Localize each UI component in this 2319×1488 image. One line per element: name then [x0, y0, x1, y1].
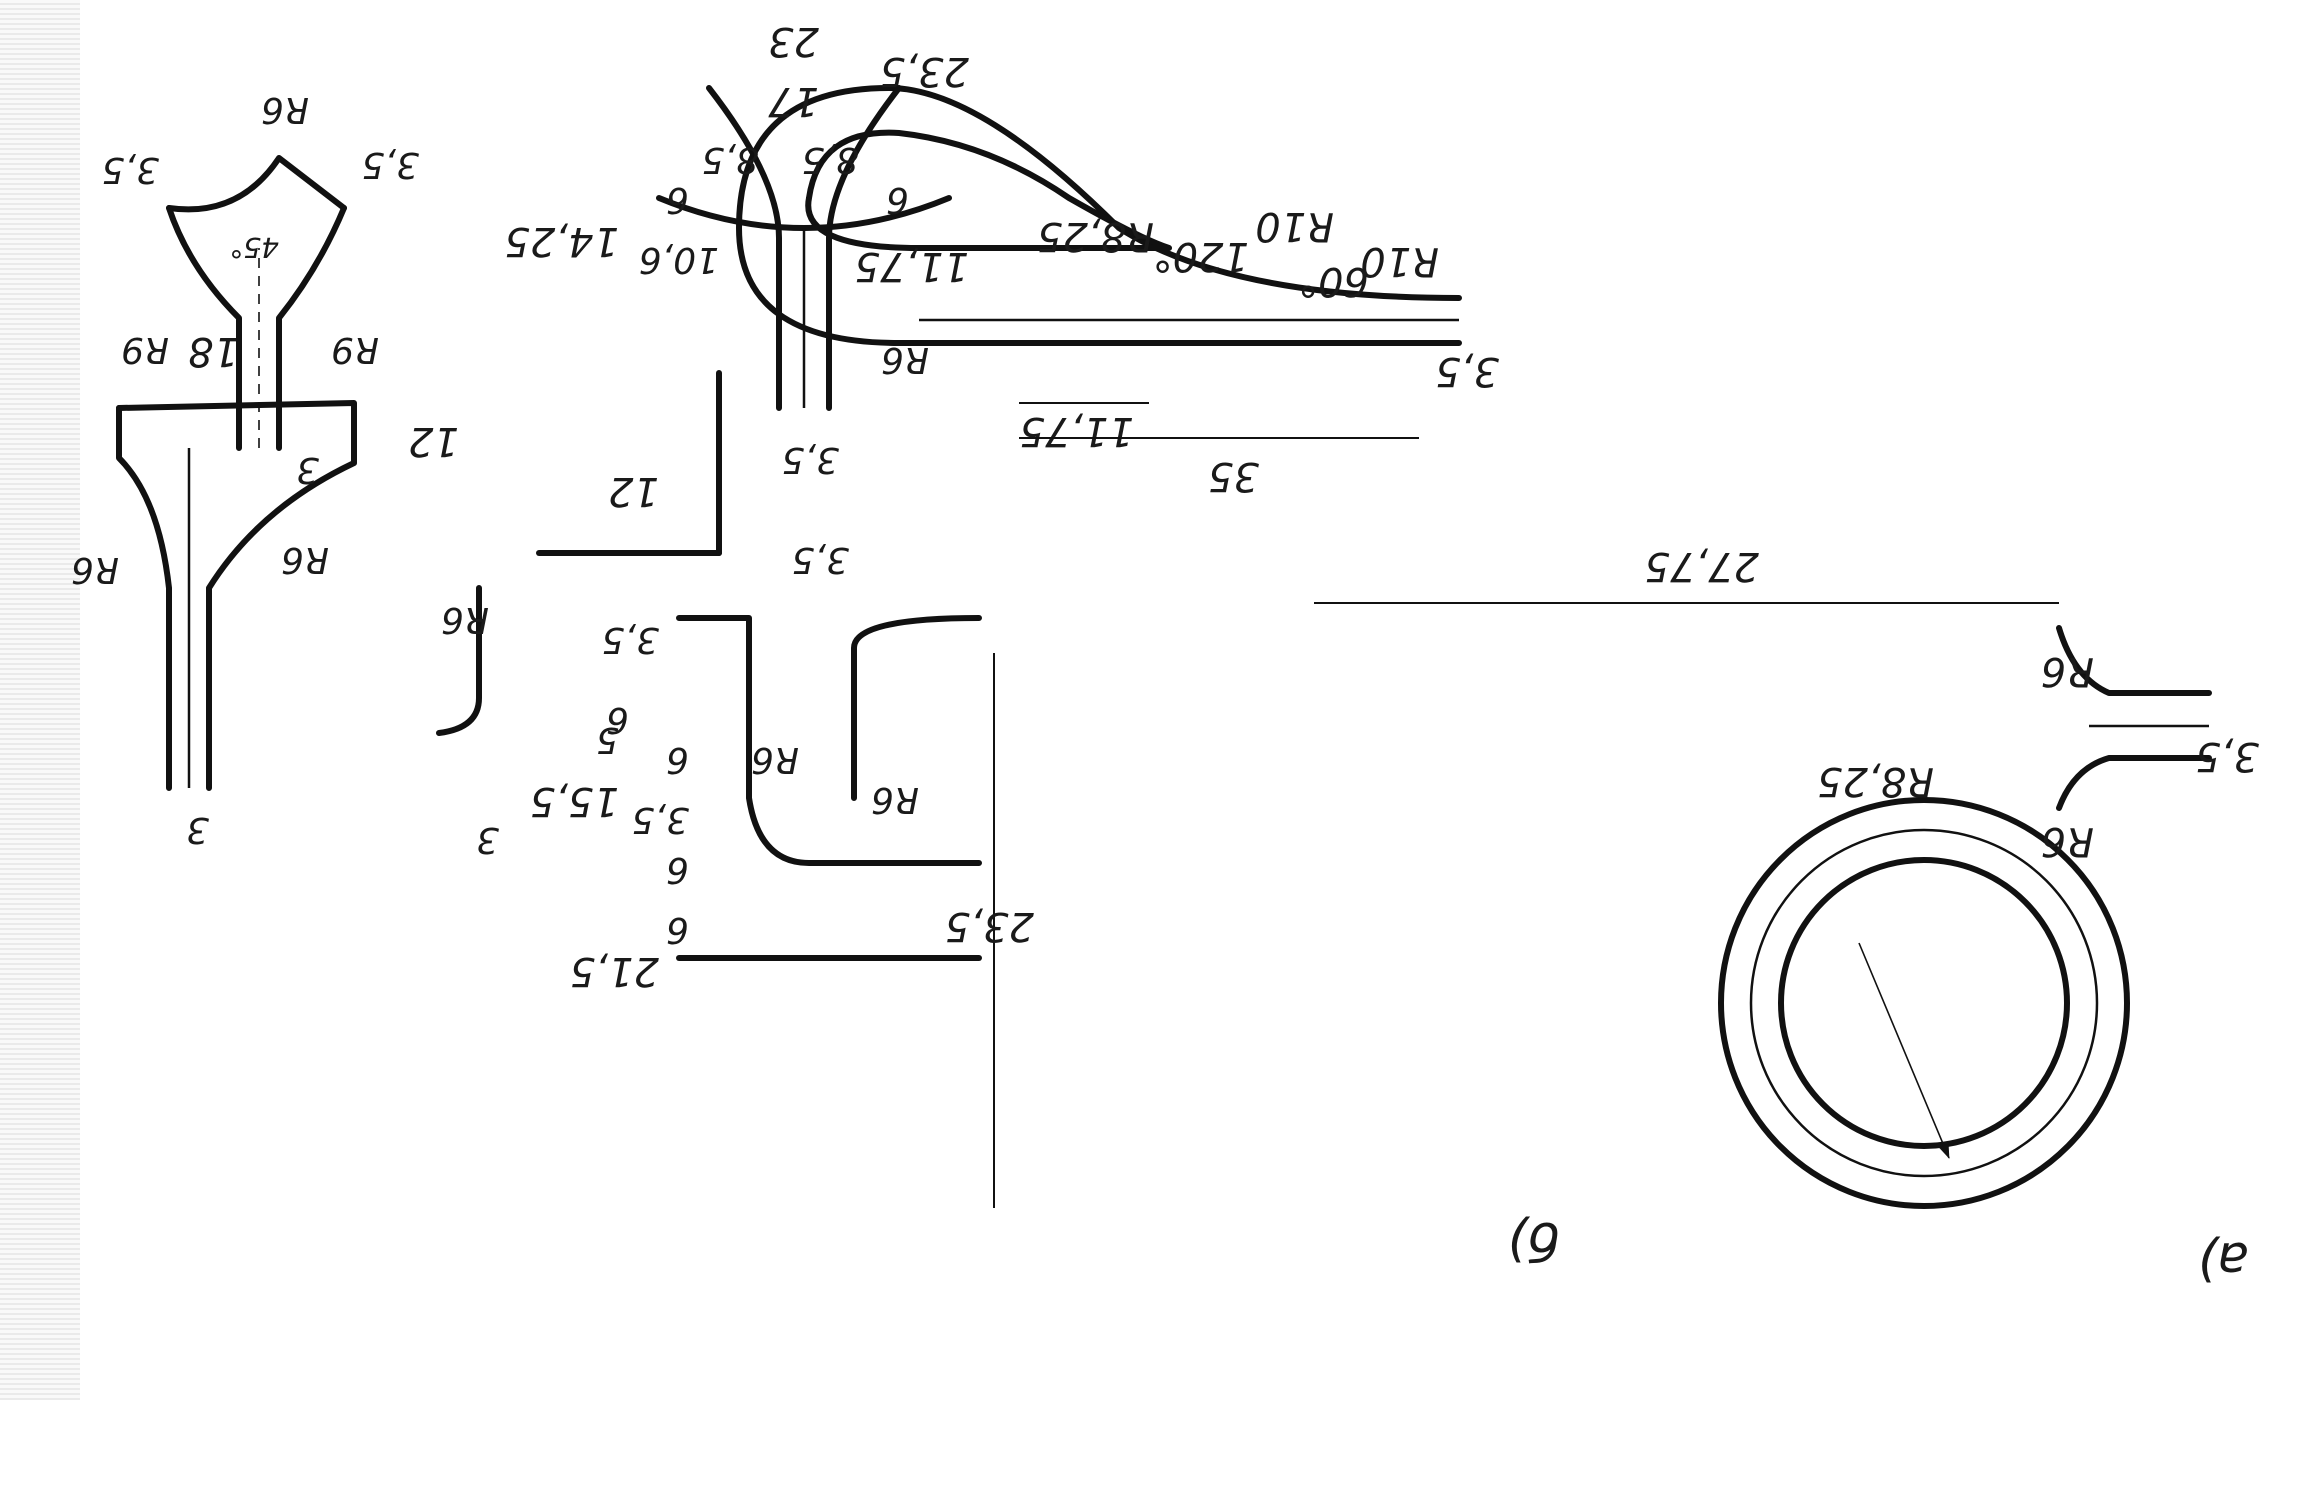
leader-r8-25-a — [1858, 942, 1950, 1159]
dim-3-5-a: 3,5 — [2195, 733, 2259, 779]
dim-r6-a: R6 — [2041, 818, 2094, 864]
dim-60: 60° — [1298, 258, 1369, 304]
dim-t-3-5-b: 3,5 — [602, 619, 659, 660]
dim-17: 17 — [768, 78, 819, 124]
dim-12-b: 12 — [408, 418, 459, 464]
dim-small-3-5-a: 3,5 — [362, 144, 419, 185]
dim-3-5-b: 3,5 — [1435, 348, 1499, 394]
dim-r8-25-a: R8,25 — [1817, 758, 1934, 804]
dim-23: 23 — [768, 18, 819, 64]
dim-t-6-d: 6 — [606, 699, 629, 740]
teardrop-outer — [736, 85, 1462, 346]
small-y-top — [166, 155, 347, 213]
panel-label-a: а) — [2197, 1230, 2249, 1290]
dim-y-r6: R6 — [881, 339, 929, 380]
dim-y-6-a: 6 — [886, 179, 909, 220]
dim-funnel-3: 3 — [186, 809, 209, 850]
small-y-wall-b — [166, 205, 242, 451]
funnel: 18 R6 R6 3 — [71, 328, 357, 850]
corner-turn: 12 12 R6 3 — [408, 370, 722, 860]
y-fork-middle: 23 17 8,5 8,5 6 6 14,25 10,6 R6 3,5 — [504, 18, 952, 480]
dim-35: 35 — [1208, 453, 1259, 499]
y-fork-small: R6 3,5 3,5 45° R9 R9 3 — [102, 89, 419, 490]
dim-y-3-5: 3,5 — [782, 439, 839, 480]
dim-t-6-c: 6 — [666, 739, 689, 780]
dim-21-5: 21,5 — [570, 948, 659, 994]
dim-r8-25-b: R8,25 — [1037, 213, 1154, 259]
dim-small-r6: R6 — [261, 89, 309, 130]
dim-small-3: 3 — [296, 449, 319, 490]
dim-10-6: 10,6 — [639, 239, 719, 280]
scan-edge-noise — [0, 0, 80, 1400]
dim-t-6-b: 6 — [666, 849, 689, 890]
dim-t-3-5-a: 3,5 — [632, 799, 689, 840]
loop-entry-wall-a — [2056, 755, 2212, 811]
funnel-wall-a — [116, 400, 357, 791]
t-junction: 21,5 6 6 3,5 6 3,5 6 15,5 5 R6 R6 3,5 — [530, 539, 982, 994]
dim-r6-b: R6 — [2041, 648, 2094, 694]
dim-t-3-5-c: 3,5 — [792, 539, 849, 580]
loop-outer-wall — [1718, 797, 2130, 1209]
t-side-wall-a — [676, 615, 982, 866]
dim-funnel-r6-b: R6 — [281, 539, 329, 580]
dim-small-r9-a: R9 — [331, 329, 379, 370]
dim-y-6-b: 6 — [666, 179, 689, 220]
dim-corner-r6: R6 — [441, 599, 489, 640]
dim-11-75-b: 11,75 — [1019, 408, 1134, 454]
dim-funnel-r6-a: R6 — [71, 549, 119, 590]
dim-t-6-a: 6 — [666, 909, 689, 950]
y-wall-b — [706, 85, 782, 411]
dim-r10-a: R10 — [1360, 238, 1439, 284]
dim-8-5-a: 8,5 — [802, 139, 859, 180]
dim-120: 120° — [1153, 233, 1249, 279]
dim-27-75: 27,75 — [1644, 543, 1759, 589]
dim-12-a: 12 — [608, 468, 659, 514]
loop-inner-wall — [1778, 857, 2070, 1149]
dim-small-3-5-b: 3,5 — [102, 149, 159, 190]
dim-t-r6-a: R6 — [871, 779, 919, 820]
t-side-wall-b — [851, 615, 982, 801]
dim-small-45: 45° — [229, 231, 279, 264]
dim-18: 18 — [188, 328, 239, 374]
loop-entry-wall-b — [2056, 625, 2212, 696]
dim-r10-b: R10 — [1255, 203, 1334, 249]
dim-23-5-b: 23,5 — [880, 48, 969, 94]
dim-corner-3: 3 — [476, 819, 499, 860]
dim-14-25: 14,25 — [504, 218, 619, 264]
teardrop-interchange: 23,5 11,75 R8,25 120° R10 60° R10 3,5 11… — [736, 48, 1499, 499]
panel-label-b: б) — [1507, 1210, 1559, 1270]
dim-23-5-a: 23,5 — [945, 903, 1034, 949]
dim-t-5: 5 — [596, 719, 619, 760]
corner-road — [436, 585, 482, 736]
y-wall-a — [826, 85, 902, 411]
dim-11-75-a: 11,75 — [854, 243, 969, 289]
small-y-wall-a — [276, 205, 347, 451]
funnel-wall-b — [116, 405, 172, 791]
loop-lane — [1749, 828, 2099, 1178]
dim-8-5-b: 8,5 — [702, 139, 759, 180]
loop-interchange: 27,75 3,5 23,5 R6 R6 R8,25 — [945, 543, 2259, 1209]
dim-t-r6-b: R6 — [751, 739, 799, 780]
dim-small-r9-b: R9 — [121, 329, 169, 370]
dim-15-5: 15,5 — [530, 778, 619, 824]
